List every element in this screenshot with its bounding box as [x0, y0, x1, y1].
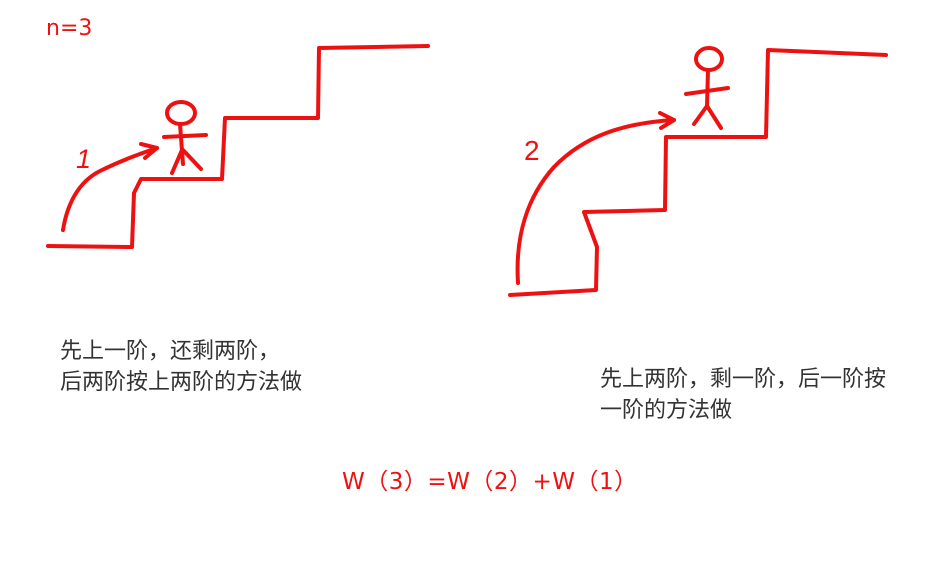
- arrow-head-left: [139, 142, 159, 160]
- arrow-head-right: [658, 111, 676, 130]
- stick-figure-right: [684, 46, 730, 130]
- staircase-right: [508, 48, 888, 297]
- description-right: 先上两阶，剩一阶，后一阶按 一阶的方法做: [600, 364, 886, 426]
- recurrence-formula: W（3）=W（2）+W（1）: [342, 469, 638, 495]
- step-number-2: 2: [524, 135, 540, 166]
- staircase-left: [46, 44, 430, 249]
- stick-figure-left: [162, 100, 208, 175]
- description-right-line-2: 一阶的方法做: [600, 398, 733, 423]
- description-left: 先上一阶，还剩两阶， 后两阶按上两阶的方法做: [60, 336, 302, 398]
- description-right-line-1: 先上两阶，剩一阶，后一阶按: [600, 367, 887, 392]
- description-left-line-2: 后两阶按上两阶的方法做: [60, 370, 303, 395]
- arrow-one-step: [61, 146, 159, 232]
- n-label: n=3: [46, 16, 93, 41]
- step-number-1: 1: [76, 144, 91, 174]
- description-left-line-1: 先上一阶，还剩两阶，: [60, 339, 281, 364]
- arrow-two-step: [515, 118, 676, 285]
